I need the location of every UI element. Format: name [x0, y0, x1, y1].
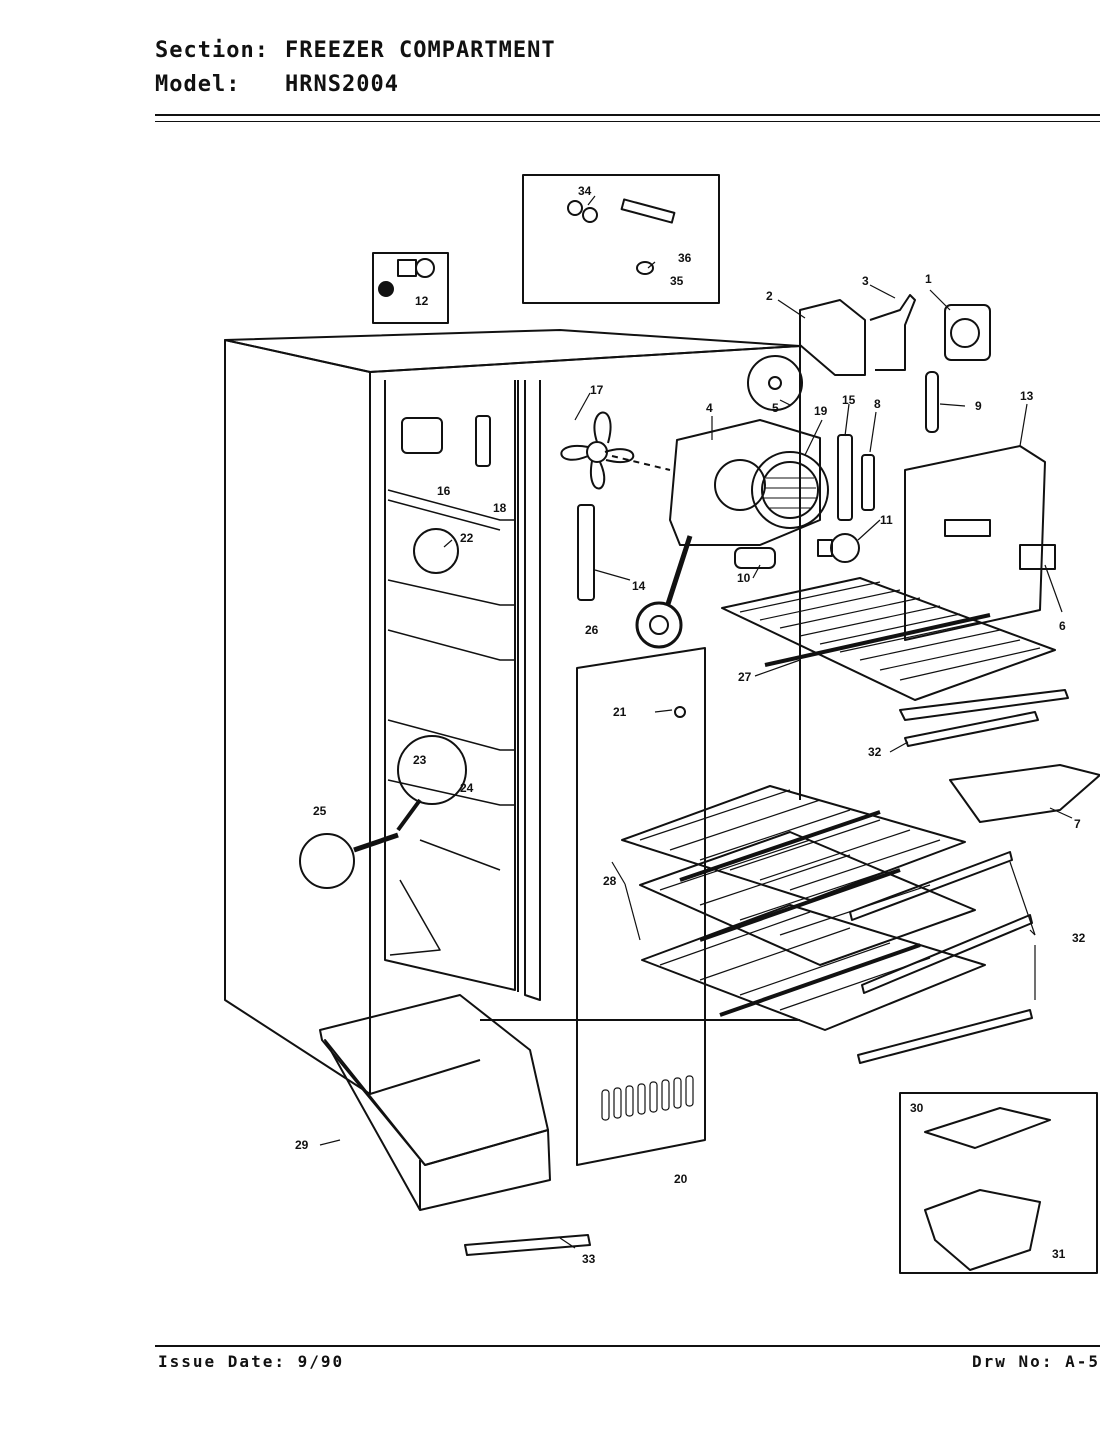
- callout-5: 5: [772, 401, 779, 415]
- issue-date-value: 9/90: [297, 1352, 345, 1371]
- callout-22: 22: [460, 531, 474, 545]
- callout-11: 11: [880, 513, 893, 527]
- drawing-number-label: Drw No:: [972, 1352, 1054, 1371]
- callout-20: 20: [674, 1172, 688, 1186]
- callout-26: 26: [585, 623, 599, 637]
- model-heading: Model: HRNS2004: [155, 72, 399, 97]
- callout-33: 33: [582, 1252, 596, 1266]
- callout-15: 15: [842, 393, 856, 407]
- defrost-timer-knob: [635, 535, 693, 649]
- inset-box-part-12: [372, 252, 449, 324]
- callout-32-lower: 32: [1072, 931, 1086, 945]
- cabinet-left-wall-shelves: [387, 489, 515, 956]
- callout-21: 21: [613, 705, 627, 719]
- callout-23: 23: [413, 753, 427, 767]
- callout-31: 31: [1052, 1247, 1066, 1261]
- callout-32-upper: 32: [868, 745, 882, 759]
- callout-36: 36: [678, 251, 692, 265]
- light-shield-panel: [904, 445, 1056, 641]
- model-value: HRNS2004: [285, 72, 399, 97]
- section-value: FREEZER COMPARTMENT: [285, 38, 556, 63]
- callout-18: 18: [493, 501, 507, 515]
- fan-cover-plate: [669, 355, 829, 546]
- callout-17: 17: [590, 383, 604, 397]
- upper-wire-shelf: [721, 577, 1069, 721]
- callout-2: 2: [766, 289, 773, 303]
- hinge-parts: [567, 198, 676, 275]
- drawing-number: Drw No: A-5: [972, 1352, 1100, 1371]
- callout-34: 34: [578, 184, 592, 198]
- fan-blade: [560, 411, 671, 490]
- shelf-rails-and-bin: [904, 711, 1100, 823]
- issue-date: Issue Date: 9/90: [158, 1352, 344, 1371]
- mounting-rails: [577, 434, 875, 601]
- brackets-1-2-3: [799, 294, 991, 433]
- callout-16: 16: [437, 484, 451, 498]
- callout-30: 30: [910, 1101, 924, 1115]
- section-label: Section:: [155, 38, 269, 63]
- callout-7: 7: [1074, 817, 1081, 831]
- callout-9: 9: [975, 399, 982, 413]
- light-bulb-and-socket: [734, 533, 860, 569]
- control-parts-16-18: [401, 415, 491, 467]
- callout-28: 28: [603, 874, 617, 888]
- detail-circles: [299, 528, 467, 889]
- section-heading: Section: FREEZER COMPARTMENT: [155, 38, 556, 63]
- callout-13: 13: [1020, 389, 1034, 403]
- leader-lines: [319, 195, 1073, 1249]
- callout-labels: 1 2 3 4 5 6 7 8 9 10 11 12 13 14 15 16 1…: [295, 184, 1086, 1266]
- callout-19: 19: [814, 404, 828, 418]
- callout-29: 29: [295, 1138, 309, 1152]
- header-rule-thin: [155, 121, 1100, 122]
- part-12-thermostat-knob: [378, 258, 435, 297]
- callout-12: 12: [415, 294, 429, 308]
- crisper-bin: [319, 994, 591, 1256]
- callout-14: 14: [632, 579, 646, 593]
- callout-27: 27: [738, 670, 752, 684]
- callout-35: 35: [670, 274, 684, 288]
- lower-wire-shelves: [621, 785, 1033, 1064]
- callout-25: 25: [313, 804, 327, 818]
- rear-air-panel: [576, 647, 706, 1166]
- callout-6: 6: [1059, 619, 1066, 633]
- callout-24: 24: [460, 781, 474, 795]
- inset-box-ice-tray: [899, 1092, 1098, 1274]
- inset-box-hinge: [522, 174, 720, 304]
- cabinet-shell: [224, 329, 801, 1095]
- header-rule-thick: [155, 114, 1100, 116]
- issue-date-label: Issue Date:: [158, 1352, 286, 1371]
- drawing-number-value: A-5: [1065, 1352, 1100, 1371]
- callout-3: 3: [862, 274, 869, 288]
- model-label: Model:: [155, 72, 241, 97]
- callout-8: 8: [874, 397, 881, 411]
- callout-1: 1: [925, 272, 932, 286]
- callout-10: 10: [737, 571, 751, 585]
- ice-tray-and-bucket: [924, 1107, 1051, 1271]
- callout-4: 4: [706, 401, 713, 415]
- footer-rule: [155, 1345, 1100, 1347]
